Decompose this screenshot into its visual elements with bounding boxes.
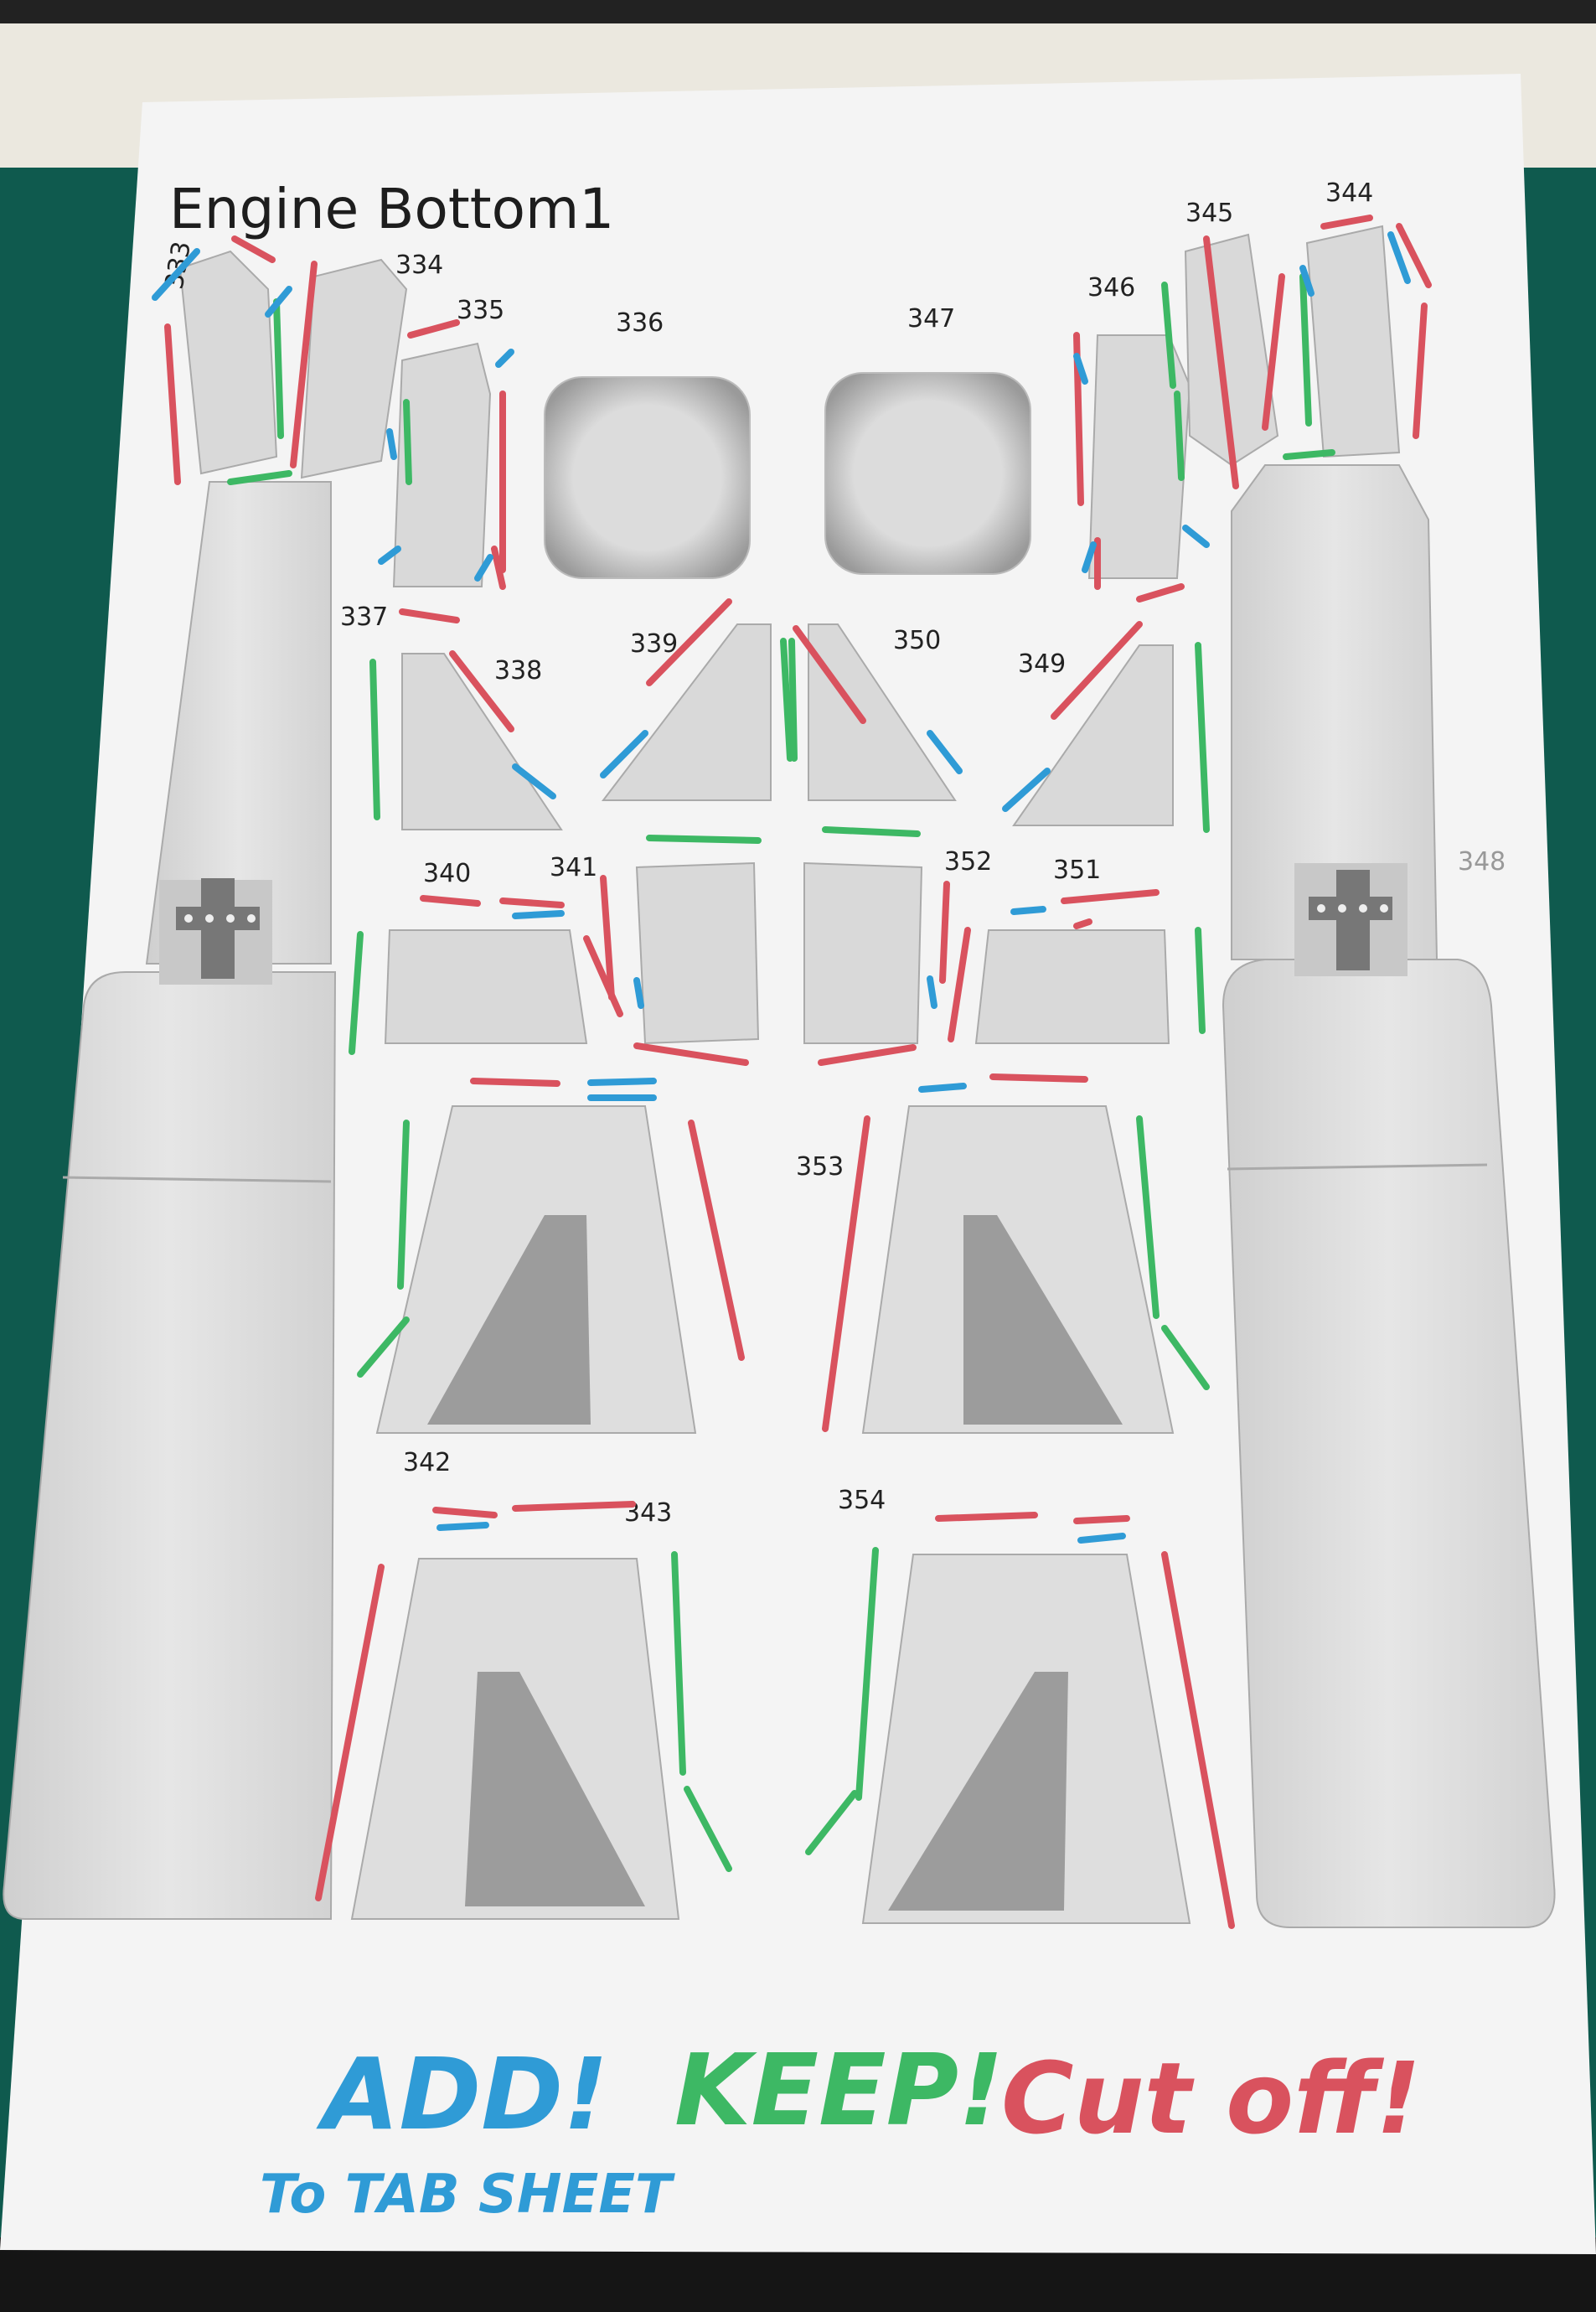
part-353-upper-shade: [963, 1215, 1123, 1425]
engine-mount-icon-left: [159, 878, 272, 985]
part-340: [384, 929, 588, 1044]
part-label-340: 340: [423, 859, 471, 888]
part-right-tall-lower: [1222, 959, 1556, 1928]
part-352: [803, 861, 923, 1044]
part-label-351: 351: [1053, 856, 1101, 885]
part-label-349: 349: [1018, 649, 1066, 679]
part-350: [808, 623, 957, 801]
blue-marker-strokes: [152, 231, 1411, 1544]
fold-line: [1227, 1163, 1488, 1171]
part-339: [601, 623, 772, 801]
part-label-354: 354: [838, 1486, 886, 1515]
part-334: [300, 258, 408, 479]
red-marker-strokes: [164, 215, 1432, 1929]
part-349: [1012, 644, 1174, 826]
part-343-shade: [465, 1672, 645, 1906]
part-333: [178, 250, 278, 475]
part-label-336: 336: [616, 308, 664, 338]
part-label-342: 342: [403, 1448, 451, 1477]
part-label-341: 341: [550, 853, 597, 882]
part-351: [974, 929, 1170, 1044]
part-left-tall-lower: [3, 971, 337, 1920]
sheet-title: Engine Bottom1: [169, 177, 614, 241]
legend-keep: KEEP!: [674, 2032, 1004, 2148]
part-338: [401, 653, 563, 830]
part-label-339: 339: [630, 629, 678, 659]
part-label-344: 344: [1325, 178, 1373, 208]
dark-top: [0, 0, 1596, 23]
part-label-338: 338: [494, 656, 542, 685]
part-342-upper-shade: [427, 1215, 591, 1425]
part-341: [635, 861, 760, 1045]
part-347: [824, 372, 1031, 575]
legend-add-note: To TAB SHEET: [260, 2164, 675, 2226]
part-label-348: 348: [1458, 847, 1506, 877]
part-336: [544, 376, 751, 579]
legend-add: ADD!: [316, 2036, 608, 2152]
part-label-335: 335: [457, 296, 504, 325]
part-label-347: 347: [907, 304, 955, 334]
green-marker-strokes: [227, 273, 1335, 1872]
part-label-334: 334: [395, 251, 443, 280]
legend-cut: Cut off!: [1001, 2040, 1421, 2156]
part-label-352: 352: [944, 847, 992, 877]
part-344: [1305, 225, 1401, 458]
part-354-shade: [888, 1672, 1068, 1911]
part-label-337: 337: [340, 603, 388, 632]
part-left-tall-upper: [145, 481, 332, 965]
fold-line: [62, 1176, 332, 1183]
part-346: [1087, 334, 1191, 579]
part-345: [1184, 233, 1279, 467]
engine-mount-icon-right: [1294, 863, 1407, 976]
part-label-350: 350: [893, 626, 941, 655]
part-label-353: 353: [796, 1152, 844, 1182]
part-label-345: 345: [1185, 199, 1233, 228]
part-label-346: 346: [1087, 273, 1135, 303]
